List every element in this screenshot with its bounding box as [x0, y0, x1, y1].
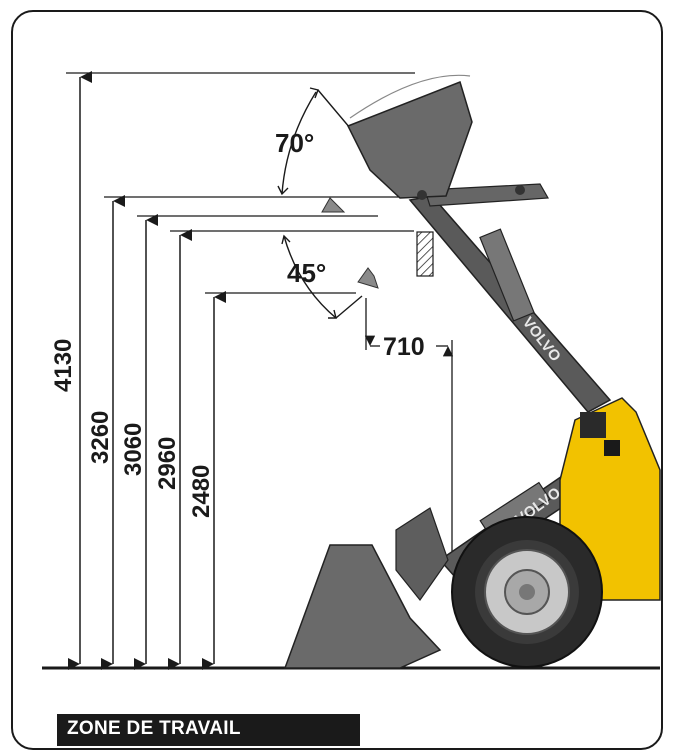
angle-arc-top: [277, 87, 351, 196]
height-label-4130: 4130: [50, 339, 77, 392]
section-title: ZONE DE TRAVAIL: [57, 714, 360, 746]
dump-marker-icon-upper: [321, 197, 346, 213]
wall-hatch-icon: [416, 231, 434, 277]
reach-dimension: [364, 298, 454, 560]
height-label-2480: 2480: [188, 465, 215, 518]
reach-label: 710: [383, 333, 425, 361]
angle-arc-low: [281, 234, 363, 319]
height-label-2960: 2960: [154, 437, 181, 490]
reference-lines: [66, 72, 415, 294]
height-arrows: [68, 71, 226, 670]
angle-label-top: 70°: [275, 128, 314, 158]
height-label-3260: 3260: [87, 411, 114, 464]
wheel-loader-illustration: VOLVO VOLVO: [283, 81, 661, 669]
dump-marker-icon-lower: [357, 267, 379, 289]
raised-bucket-outline: [349, 74, 471, 119]
angle-label-low: 45°: [287, 258, 326, 288]
height-label-3060: 3060: [120, 423, 147, 476]
